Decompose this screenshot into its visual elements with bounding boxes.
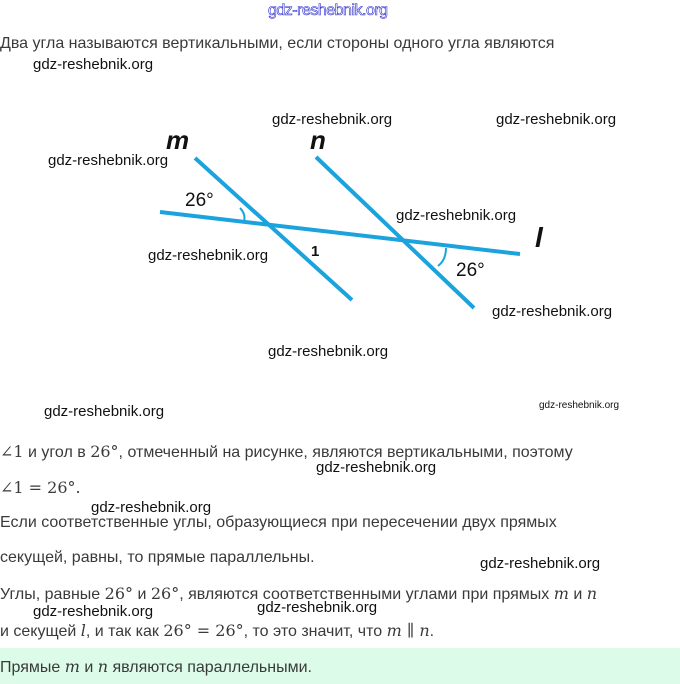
para3-line2: и секущей l, и так как 26° = 26°, то это… — [0, 621, 435, 640]
watermark: gdz-reshebnik.org — [48, 152, 169, 169]
watermark: gdz-reshebnik.org — [496, 111, 617, 128]
para2-line2: секущей, равны, то прямые параллельны. — [0, 549, 315, 566]
watermark: gdz-reshebnik.org — [268, 343, 389, 360]
answer-text: Прямые m и n являются параллельными. — [0, 657, 312, 676]
watermark: gdz-reshebnik.org — [33, 56, 154, 73]
watermark: gdz-reshebnik.org — [148, 247, 269, 264]
geometry-diagram — [159, 155, 521, 310]
angle-arc-right — [437, 247, 447, 267]
answer-box: Прямые m и n являются параллельными. — [0, 648, 680, 684]
angle-arc-left — [239, 207, 246, 223]
intro-text: Два угла называются вертикальными, если … — [0, 35, 555, 52]
watermark: gdz-reshebnik.org — [539, 400, 620, 411]
watermark: gdz-reshebnik.org — [492, 303, 613, 320]
watermark: gdz-reshebnik.org — [33, 603, 154, 620]
watermark: gdz-reshebnik.org — [272, 111, 393, 128]
watermark: gdz-reshebnik.org — [480, 555, 601, 572]
watermark: gdz-reshebnik.org — [91, 499, 212, 516]
line-n — [314, 155, 476, 310]
line-l — [159, 210, 521, 256]
watermark: gdz-reshebnik.org — [257, 599, 378, 616]
para1-line2: ∠1 = 26°. — [0, 478, 81, 497]
line-m — [193, 156, 354, 302]
label-l: l — [535, 222, 543, 253]
angle-label-left: 26° — [185, 190, 214, 211]
angle-label-1: 1 — [311, 243, 320, 260]
watermark: gdz-reshebnik.org — [316, 459, 437, 476]
watermark: gdz-reshebnik.org — [44, 403, 165, 420]
label-m: m — [166, 125, 190, 155]
para2-line1: Если соответственные углы, образующиеся … — [0, 514, 557, 531]
header-watermark[interactable]: gdz-reshebnik.org — [268, 2, 389, 20]
watermark: gdz-reshebnik.org — [396, 207, 517, 224]
para3-line1: Углы, равные 26° и 26°, являются соответ… — [0, 584, 598, 603]
angle-label-right: 26° — [456, 260, 485, 281]
para1-line1: ∠1 и угол в 26°, отмеченный на рисунке, … — [0, 442, 573, 461]
label-n: n — [310, 125, 326, 155]
